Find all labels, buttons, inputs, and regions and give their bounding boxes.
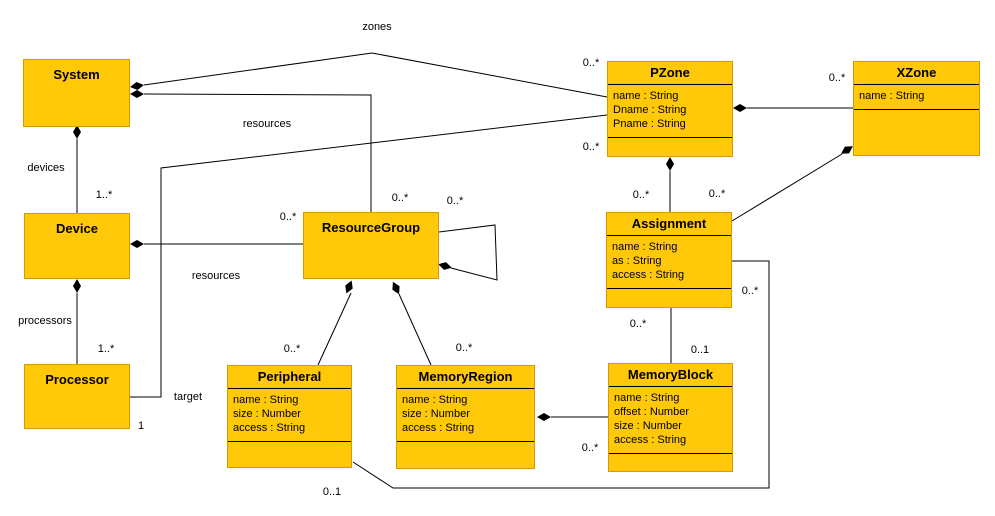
multiplicity-target-source: 1 — [137, 420, 145, 432]
class-title: ResourceGroup — [321, 220, 421, 235]
composition-diamond-system-device — [73, 125, 81, 139]
composition-diamond-device-processor — [73, 279, 81, 293]
multiplicity-resourcegroup-from-system: 0..* — [391, 192, 409, 204]
composition-diamond-resourcegroup-memoryregion — [392, 281, 400, 295]
multiplicity-assignment-from-pzone: 0..* — [632, 189, 650, 201]
class-attribute: access : String — [233, 422, 306, 434]
class-attributes: name : String — [854, 85, 979, 110]
class-xzone[interactable]: XZone name : String — [853, 61, 980, 156]
composition-diamond-pzone-xzone — [733, 104, 747, 112]
class-operations-compartment — [397, 442, 534, 468]
class-attribute: access : String — [402, 422, 475, 434]
multiplicity-processor: 1..* — [97, 343, 115, 355]
class-title: PZone — [608, 62, 732, 85]
composition-diamond-memoryregion-memoryblock — [537, 413, 551, 421]
multiplicity-assignment-right: 0..* — [741, 285, 759, 297]
class-resourcegroup[interactable]: ResourceGroup — [303, 212, 439, 279]
class-title: MemoryRegion — [397, 366, 534, 389]
composition-diamond-system-resources — [130, 90, 144, 98]
edge-system-pzone-zones[interactable] — [143, 52, 608, 98]
edge-assignment-peripheral[interactable] — [352, 260, 770, 489]
class-pzone[interactable]: PZone name : String Dname : String Pname… — [607, 61, 733, 157]
role-label-resources-system: resources — [242, 118, 292, 130]
role-label-target: target — [173, 391, 203, 403]
class-title: Device — [56, 221, 98, 236]
role-label-devices: devices — [27, 162, 65, 174]
class-operations-compartment — [609, 454, 732, 471]
multiplicity-device: 1..* — [95, 189, 113, 201]
role-label-zones: zones — [362, 21, 392, 33]
composition-diamond-pzone-assignment — [666, 157, 674, 171]
class-attribute: name : String — [614, 392, 680, 404]
class-attribute: size : Number — [614, 420, 682, 432]
class-title: XZone — [854, 62, 979, 85]
multiplicity-memoryblock-left: 0..* — [581, 442, 599, 454]
multiplicity-memoryregion: 0..* — [455, 342, 473, 354]
class-title: System — [53, 67, 100, 82]
edge-resourcegroup-self[interactable] — [438, 224, 498, 281]
class-attribute: name : String — [612, 241, 678, 253]
composition-diamond-system-zones — [130, 82, 144, 90]
class-attributes: name : String size : Number access : Str… — [228, 389, 351, 442]
class-attribute: as : String — [612, 255, 662, 267]
multiplicity-assignment-from-xzone: 0..* — [708, 188, 726, 200]
class-assignment[interactable]: Assignment name : String as : String acc… — [606, 212, 732, 308]
class-attributes: name : String size : Number access : Str… — [397, 389, 534, 442]
class-attribute: size : Number — [402, 408, 470, 420]
class-operations-compartment — [608, 138, 732, 156]
edge-processor-pzone-target[interactable] — [130, 114, 608, 398]
multiplicity-pzone-zones: 0..* — [582, 57, 600, 69]
class-title: Peripheral — [228, 366, 351, 389]
composition-diamond-resourcegroup-self — [438, 262, 452, 270]
class-attributes: name : String Dname : String Pname : Str… — [608, 85, 732, 138]
multiplicity-pzone-target: 0..* — [582, 141, 600, 153]
role-label-processors: processors — [18, 315, 72, 327]
class-attribute: Pname : String — [613, 118, 686, 130]
class-device[interactable]: Device — [24, 213, 130, 279]
class-attributes: name : String as : String access : Strin… — [607, 236, 731, 289]
class-operations-compartment — [228, 442, 351, 467]
edge-resourcegroup-memoryregion[interactable] — [398, 293, 432, 366]
class-attribute: access : String — [612, 269, 685, 281]
role-label-resources-device: resources — [191, 270, 241, 282]
class-title: Assignment — [607, 213, 731, 236]
class-attribute: name : String — [613, 90, 679, 102]
class-title: MemoryBlock — [609, 364, 732, 387]
edge-xzone-assignment[interactable] — [731, 153, 843, 222]
class-memoryblock[interactable]: MemoryBlock name : String offset : Numbe… — [608, 363, 733, 472]
multiplicity-resourcegroup-from-device: 0..* — [279, 211, 297, 223]
multiplicity-peripheral-bottom: 0..1 — [322, 486, 342, 498]
class-processor[interactable]: Processor — [24, 364, 130, 429]
class-title: Processor — [45, 372, 109, 387]
class-attribute: name : String — [233, 394, 299, 406]
composition-diamond-resourcegroup-peripheral — [345, 280, 353, 294]
class-operations-compartment — [854, 110, 979, 155]
multiplicity-resourcegroup-self: 0..* — [446, 195, 464, 207]
edge-system-resourcegroup[interactable] — [143, 93, 372, 212]
multiplicity-assignment-bottom: 0..* — [629, 318, 647, 330]
class-attribute: name : String — [859, 90, 925, 102]
class-attribute: offset : Number — [614, 406, 689, 418]
multiplicity-memoryblock-top: 0..1 — [690, 344, 710, 356]
composition-diamond-xzone-assignment — [841, 146, 853, 154]
multiplicity-xzone: 0..* — [828, 72, 846, 84]
class-memoryregion[interactable]: MemoryRegion name : String size : Number… — [396, 365, 535, 469]
composition-diamond-device-resources — [130, 240, 144, 248]
class-attribute: size : Number — [233, 408, 301, 420]
class-peripheral[interactable]: Peripheral name : String size : Number a… — [227, 365, 352, 468]
class-attribute: name : String — [402, 394, 468, 406]
multiplicity-peripheral: 0..* — [283, 343, 301, 355]
class-attribute: access : String — [614, 434, 687, 446]
class-system[interactable]: System — [23, 59, 130, 127]
class-attributes: name : String offset : Number size : Num… — [609, 387, 732, 454]
class-operations-compartment — [607, 289, 731, 307]
class-attribute: Dname : String — [613, 104, 687, 116]
edge-resourcegroup-peripheral[interactable] — [317, 292, 352, 366]
